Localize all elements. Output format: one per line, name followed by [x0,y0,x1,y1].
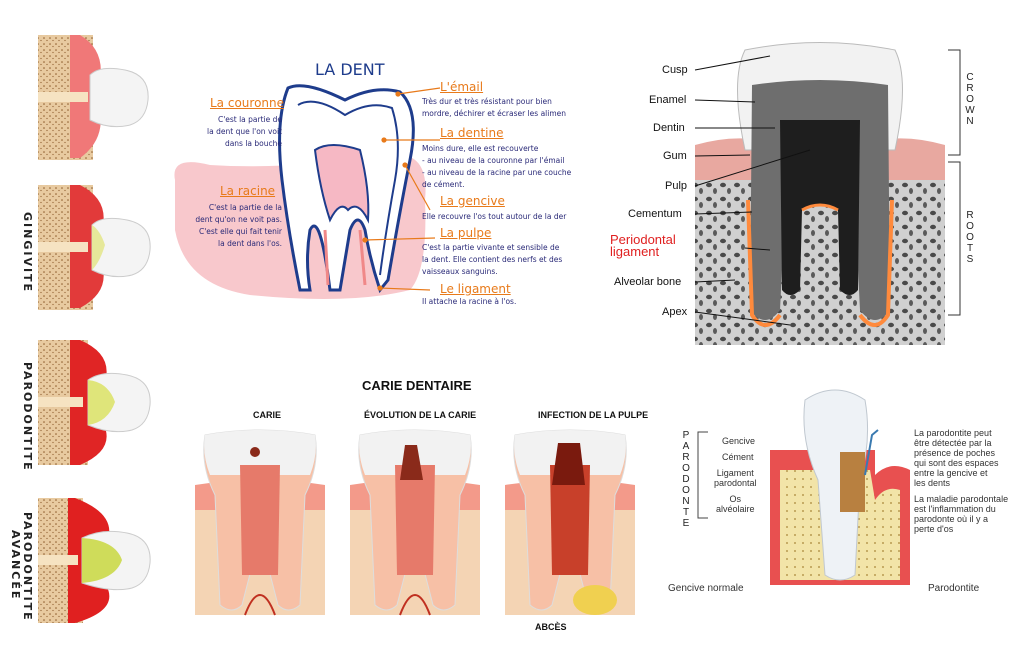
perio-text-1: La parodontite peut être détectée par la… [914,428,999,488]
carie-title: CARIE DENTAIRE [362,378,472,393]
email-title: L'émail [440,80,484,94]
perio-text-1-line-6: les dents [914,478,951,488]
ligament-title: Le ligament [440,282,511,296]
label-ligament-parodontal: Ligament parodontal [714,468,757,488]
label-parodontal-line: parodontal [714,478,757,488]
la-dent-title: LA DENT [315,60,385,79]
perio-text-1-line-5: entre la gencive et [914,468,988,478]
carie-tooth-3 [505,429,635,615]
gencive-text: Elle recouvre l'os tout autour de la der [422,211,566,223]
label-gencive-normale: Gencive normale [668,583,744,594]
pulpe-title: La pulpe [440,226,492,240]
label-periodontal: Periodontal [610,232,676,247]
perio-text-2-line-3: parodonte où il y a [914,514,989,524]
perio-text-2-line-2: est l'inflammation du [914,504,996,514]
label-alveolar-bone: Alveolar bone [614,276,682,288]
gencive-title: La gencive [440,194,505,208]
perio-text-1-line-1: La parodontite peut [914,428,992,438]
dentine-text: Moins dure, elle est recouverte - au niv… [422,143,571,191]
racine-line-1: C'est la partie de la [208,203,282,212]
label-os-alveolaire: Os alvéolaire [716,494,755,514]
label-gencive: Gencive [722,436,756,446]
ligament-text: Il attache la racine à l'os. [422,296,516,308]
email-line-2: mordre, déchirer et écraser les alimen [422,109,567,118]
carie-illustration [195,429,635,616]
tooth-stage-parodontite-avancee [38,498,151,623]
label-parodontite-bottom: Parodontite [928,583,980,594]
pulpe-line-1: C'est la partie vivante et sensible de [422,243,560,252]
dentine-line-4: de cément. [422,180,465,189]
carie-tooth-1 [195,429,325,616]
racine-line-3: C'est elle qui fait tenir [198,227,282,236]
stage-infection-label: INFECTION DE LA PULPE [538,410,649,420]
parodonte-illustration [770,389,910,585]
parodonte-side-label: PARODONTE [682,430,690,529]
gencive-line-1: Elle recouvre l'os tout autour de la der [422,212,567,221]
label-roots: ROOTS [966,210,974,265]
label-gingivite: GINGIVITE [21,212,34,294]
gum-stages-illustration [38,35,151,623]
label-parodontite-avancee-2: AVANCÉE [9,530,22,601]
pulpe-line-3: vaisseaux sanguins. [422,267,498,276]
tooth-stage-parodontite [38,340,151,465]
perio-text-1-line-4: qui sont des espaces [914,458,999,468]
tooth-cross-section [695,42,945,345]
ligament-line-1: Il attache la racine à l'os. [422,297,517,306]
racine-title: La racine [220,184,276,198]
racine-text: C'est la partie de la dent qu'on ne voit… [190,202,282,250]
label-parodontite: PARODONTITE [21,362,34,472]
parodonte-bracket [697,431,708,519]
label-dentin: Dentin [653,122,685,134]
label-crown: CROWN [965,72,975,127]
label-cusp: Cusp [662,64,688,76]
perio-text-2-line-1: La maladie parodontale [914,494,1009,504]
stage-carie-label: CARIE [253,410,282,420]
label-os-line: Os [729,494,742,504]
label-gum: Gum [663,150,687,162]
racine-line-2: dent qu'on ne voit pas. [195,215,282,224]
label-periodontal-ligament: Periodontal ligament [610,232,676,259]
abces-label: ABCÈS [535,622,567,632]
label-enamel: Enamel [649,94,687,106]
label-cement: Cément [722,452,754,462]
couronne-text: C'est la partie de la dent que l'on voit… [206,114,282,150]
dentine-line-2: - au niveau de la couronne par l'émail [422,156,565,165]
pulpe-line-2: la dent. Elle contient des nerfs et des [422,255,563,264]
couronne-line-1: C'est la partie de [217,115,282,124]
dentine-line-3: - au niveau de la racine par une couche [422,168,572,177]
perio-text-2-line-4: perte d'os [914,524,954,534]
tooth-stage-healthy [38,35,149,160]
racine-line-4: la dent dans l'os. [218,239,282,248]
dentine-title: La dentine [440,126,504,140]
label-apex: Apex [662,306,688,318]
anatomy-leader-lines [694,49,961,326]
couronne-title: La couronne [210,96,285,110]
carie-tooth-2 [350,429,480,616]
dentine-line-1: Moins dure, elle est recouverte [422,144,539,153]
label-ligament-line: Ligament [716,468,754,478]
stage-evolution-label: ÉVOLUTION DE LA CARIE [364,410,477,420]
pulpe-text: C'est la partie vivante et sensible de l… [422,242,562,278]
couronne-line-3: dans la bouche [224,139,282,148]
perio-text-1-line-2: être détectée par la [914,438,992,448]
label-parodontite-avancee-1: PARODONTITE [21,512,34,622]
perio-text-1-line-3: présence de poches [914,448,996,458]
couronne-line-2: la dent que l'on voit [207,127,282,136]
label-alveolaire-line: alvéolaire [716,504,755,514]
email-text: Très dur et très résistant pour bien mor… [422,96,566,120]
email-line-1: Très dur et très résistant pour bien [422,97,552,106]
label-pulp: Pulp [665,180,688,192]
la-dent-illustration [174,84,441,299]
perio-text-2: La maladie parodontale est l'inflammatio… [914,494,1008,534]
tooth-stage-gingivite [38,185,151,310]
label-ligament: ligament [610,244,660,259]
label-cementum: Cementum [628,208,682,220]
